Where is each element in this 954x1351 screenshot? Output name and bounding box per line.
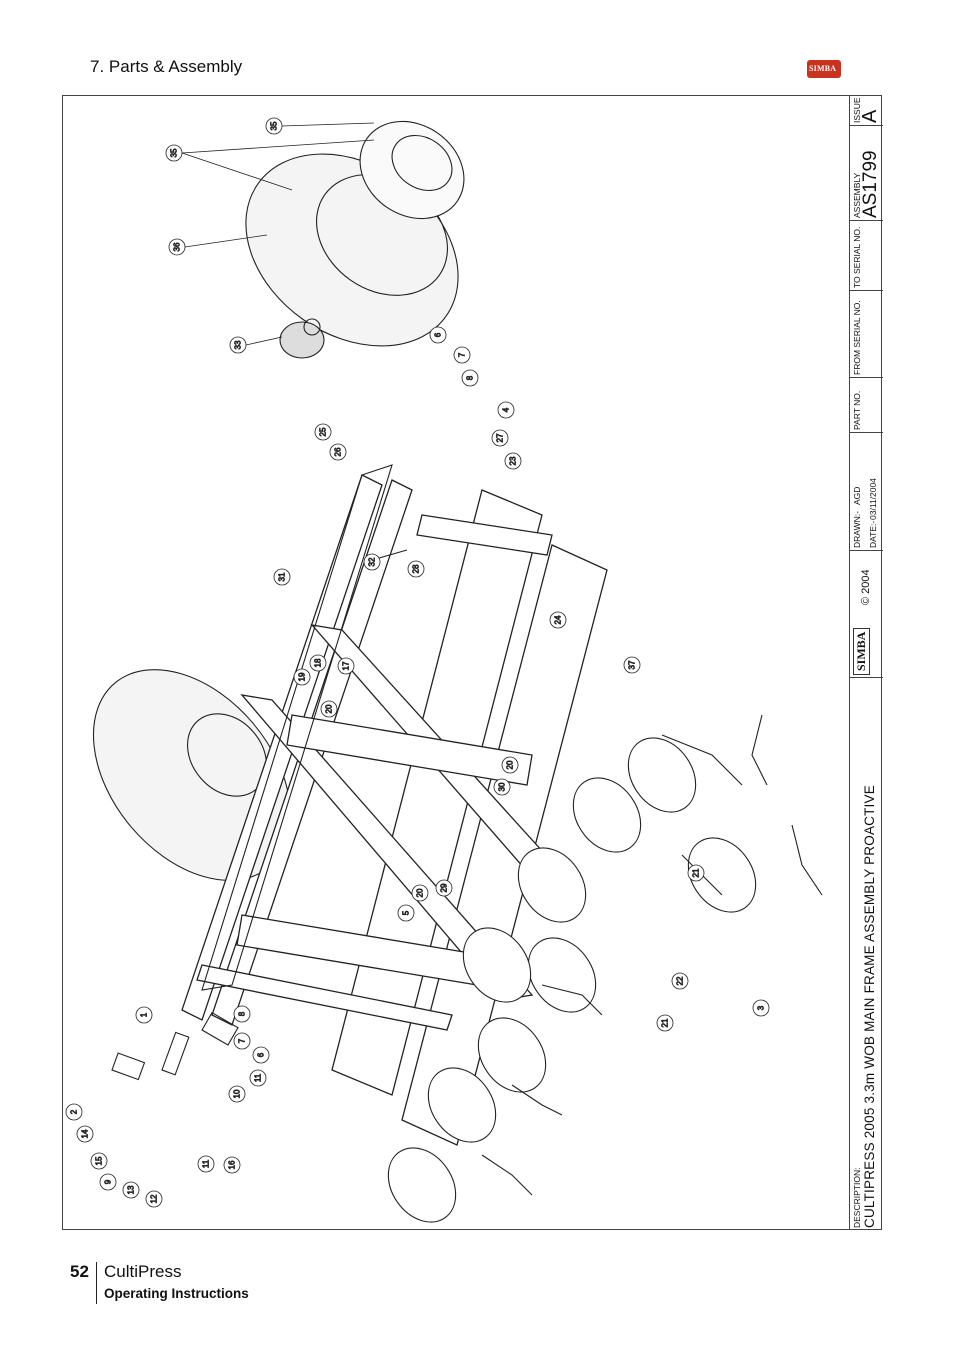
callout-label: 32 xyxy=(368,557,377,566)
wheel-rim-top xyxy=(359,120,465,220)
callout-label: 11 xyxy=(202,1159,211,1168)
hub-assembly xyxy=(279,318,325,359)
callout-label: 8 xyxy=(238,1011,247,1016)
callout-label: 11 xyxy=(254,1073,263,1082)
from-serial-label: FROM SERIAL NO. xyxy=(852,300,862,375)
callout-label: 17 xyxy=(342,661,351,670)
small-parts xyxy=(111,1011,239,1081)
callout-label: 20 xyxy=(506,760,515,769)
callout-label: 14 xyxy=(81,1129,90,1138)
copyright: © 2004 xyxy=(860,569,872,605)
callout-label: 25 xyxy=(319,427,328,436)
callout-label: 26 xyxy=(334,447,343,456)
callout-label: 27 xyxy=(496,433,505,442)
brand-logo-text: SIMBA xyxy=(809,64,837,73)
callout-label: 28 xyxy=(412,564,421,573)
callout-label: 21 xyxy=(661,1018,670,1027)
callout-label: 19 xyxy=(298,672,307,681)
title-block: ISSUE A ASSEMBLY AS1799 TO SERIAL NO. FR… xyxy=(849,95,883,1230)
callout-label: 35 xyxy=(170,148,179,157)
callout-label: 35 xyxy=(270,121,279,130)
callout-label: 12 xyxy=(150,1194,159,1203)
callout-label: 23 xyxy=(509,456,518,465)
callout-label: 30 xyxy=(498,782,507,791)
section-title: 7. Parts & Assembly xyxy=(90,57,243,76)
callout-label: 33 xyxy=(234,340,243,349)
callout-label: 18 xyxy=(314,658,323,667)
callout-label: 13 xyxy=(127,1185,136,1194)
drawn-label: DRAWN:- xyxy=(852,511,862,548)
callout-label: 15 xyxy=(95,1156,104,1165)
description-label: DESCRIPTION: xyxy=(852,1167,862,1228)
callout-label: 24 xyxy=(554,615,563,624)
callout-label: 16 xyxy=(228,1160,237,1169)
callout-label: 29 xyxy=(440,883,449,892)
wheel-tyre-left xyxy=(92,669,292,881)
footer-divider xyxy=(96,1262,97,1304)
callout-label: 10 xyxy=(233,1089,242,1098)
callout-label: 8 xyxy=(466,375,475,380)
date-label: DATE:- xyxy=(868,520,878,548)
callout-label: 9 xyxy=(104,1179,113,1184)
title-block-logo: SIMBA xyxy=(853,627,870,675)
callout-label: 6 xyxy=(257,1052,266,1057)
callout-label: 3 xyxy=(757,1005,766,1010)
issue-value: A xyxy=(859,109,881,123)
callout-label: 21 xyxy=(692,868,701,877)
drawing-description: CULTIPRESS 2005 3.3m WOB MAIN FRAME ASSE… xyxy=(862,785,877,1228)
callout-label: 2 xyxy=(70,1109,79,1114)
callout-label: 22 xyxy=(676,976,685,985)
callout-label: 31 xyxy=(278,572,287,581)
callout-label: 37 xyxy=(628,660,637,669)
brand-logo: SIMBA xyxy=(807,60,841,78)
press-wheels xyxy=(387,737,757,1223)
callout-label: 20 xyxy=(325,704,334,713)
date-value: 03/11/2004 xyxy=(868,478,878,520)
exploded-assembly-drawing: 35 35 36 33 6 7 8 4 25 26 27 23 32 28 31… xyxy=(65,117,823,1223)
callout-label: 7 xyxy=(238,1038,247,1043)
callout-label: 36 xyxy=(173,242,182,251)
drawing-frame xyxy=(62,95,882,1230)
callout-label: 20 xyxy=(416,888,425,897)
part-no-label: PART NO. xyxy=(852,390,862,430)
tine-legs xyxy=(481,714,823,1196)
callout-label: 1 xyxy=(140,1012,149,1017)
callout-label: 7 xyxy=(458,352,467,357)
page-number: 52 xyxy=(70,1262,89,1281)
product-name: CultiPress xyxy=(104,1262,182,1281)
callout-label: 4 xyxy=(502,407,511,412)
manual-subtitle: Operating Instructions xyxy=(104,1286,249,1301)
callout-label: 5 xyxy=(402,910,411,915)
callout-label: 6 xyxy=(434,332,443,337)
callout-bubbles: 35 35 36 33 6 7 8 4 25 26 27 23 32 28 31… xyxy=(65,117,770,1208)
to-serial-label: TO SERIAL NO. xyxy=(852,226,862,288)
drawn-value: AGD xyxy=(852,486,862,505)
assembly-number: AS1799 xyxy=(860,150,881,218)
